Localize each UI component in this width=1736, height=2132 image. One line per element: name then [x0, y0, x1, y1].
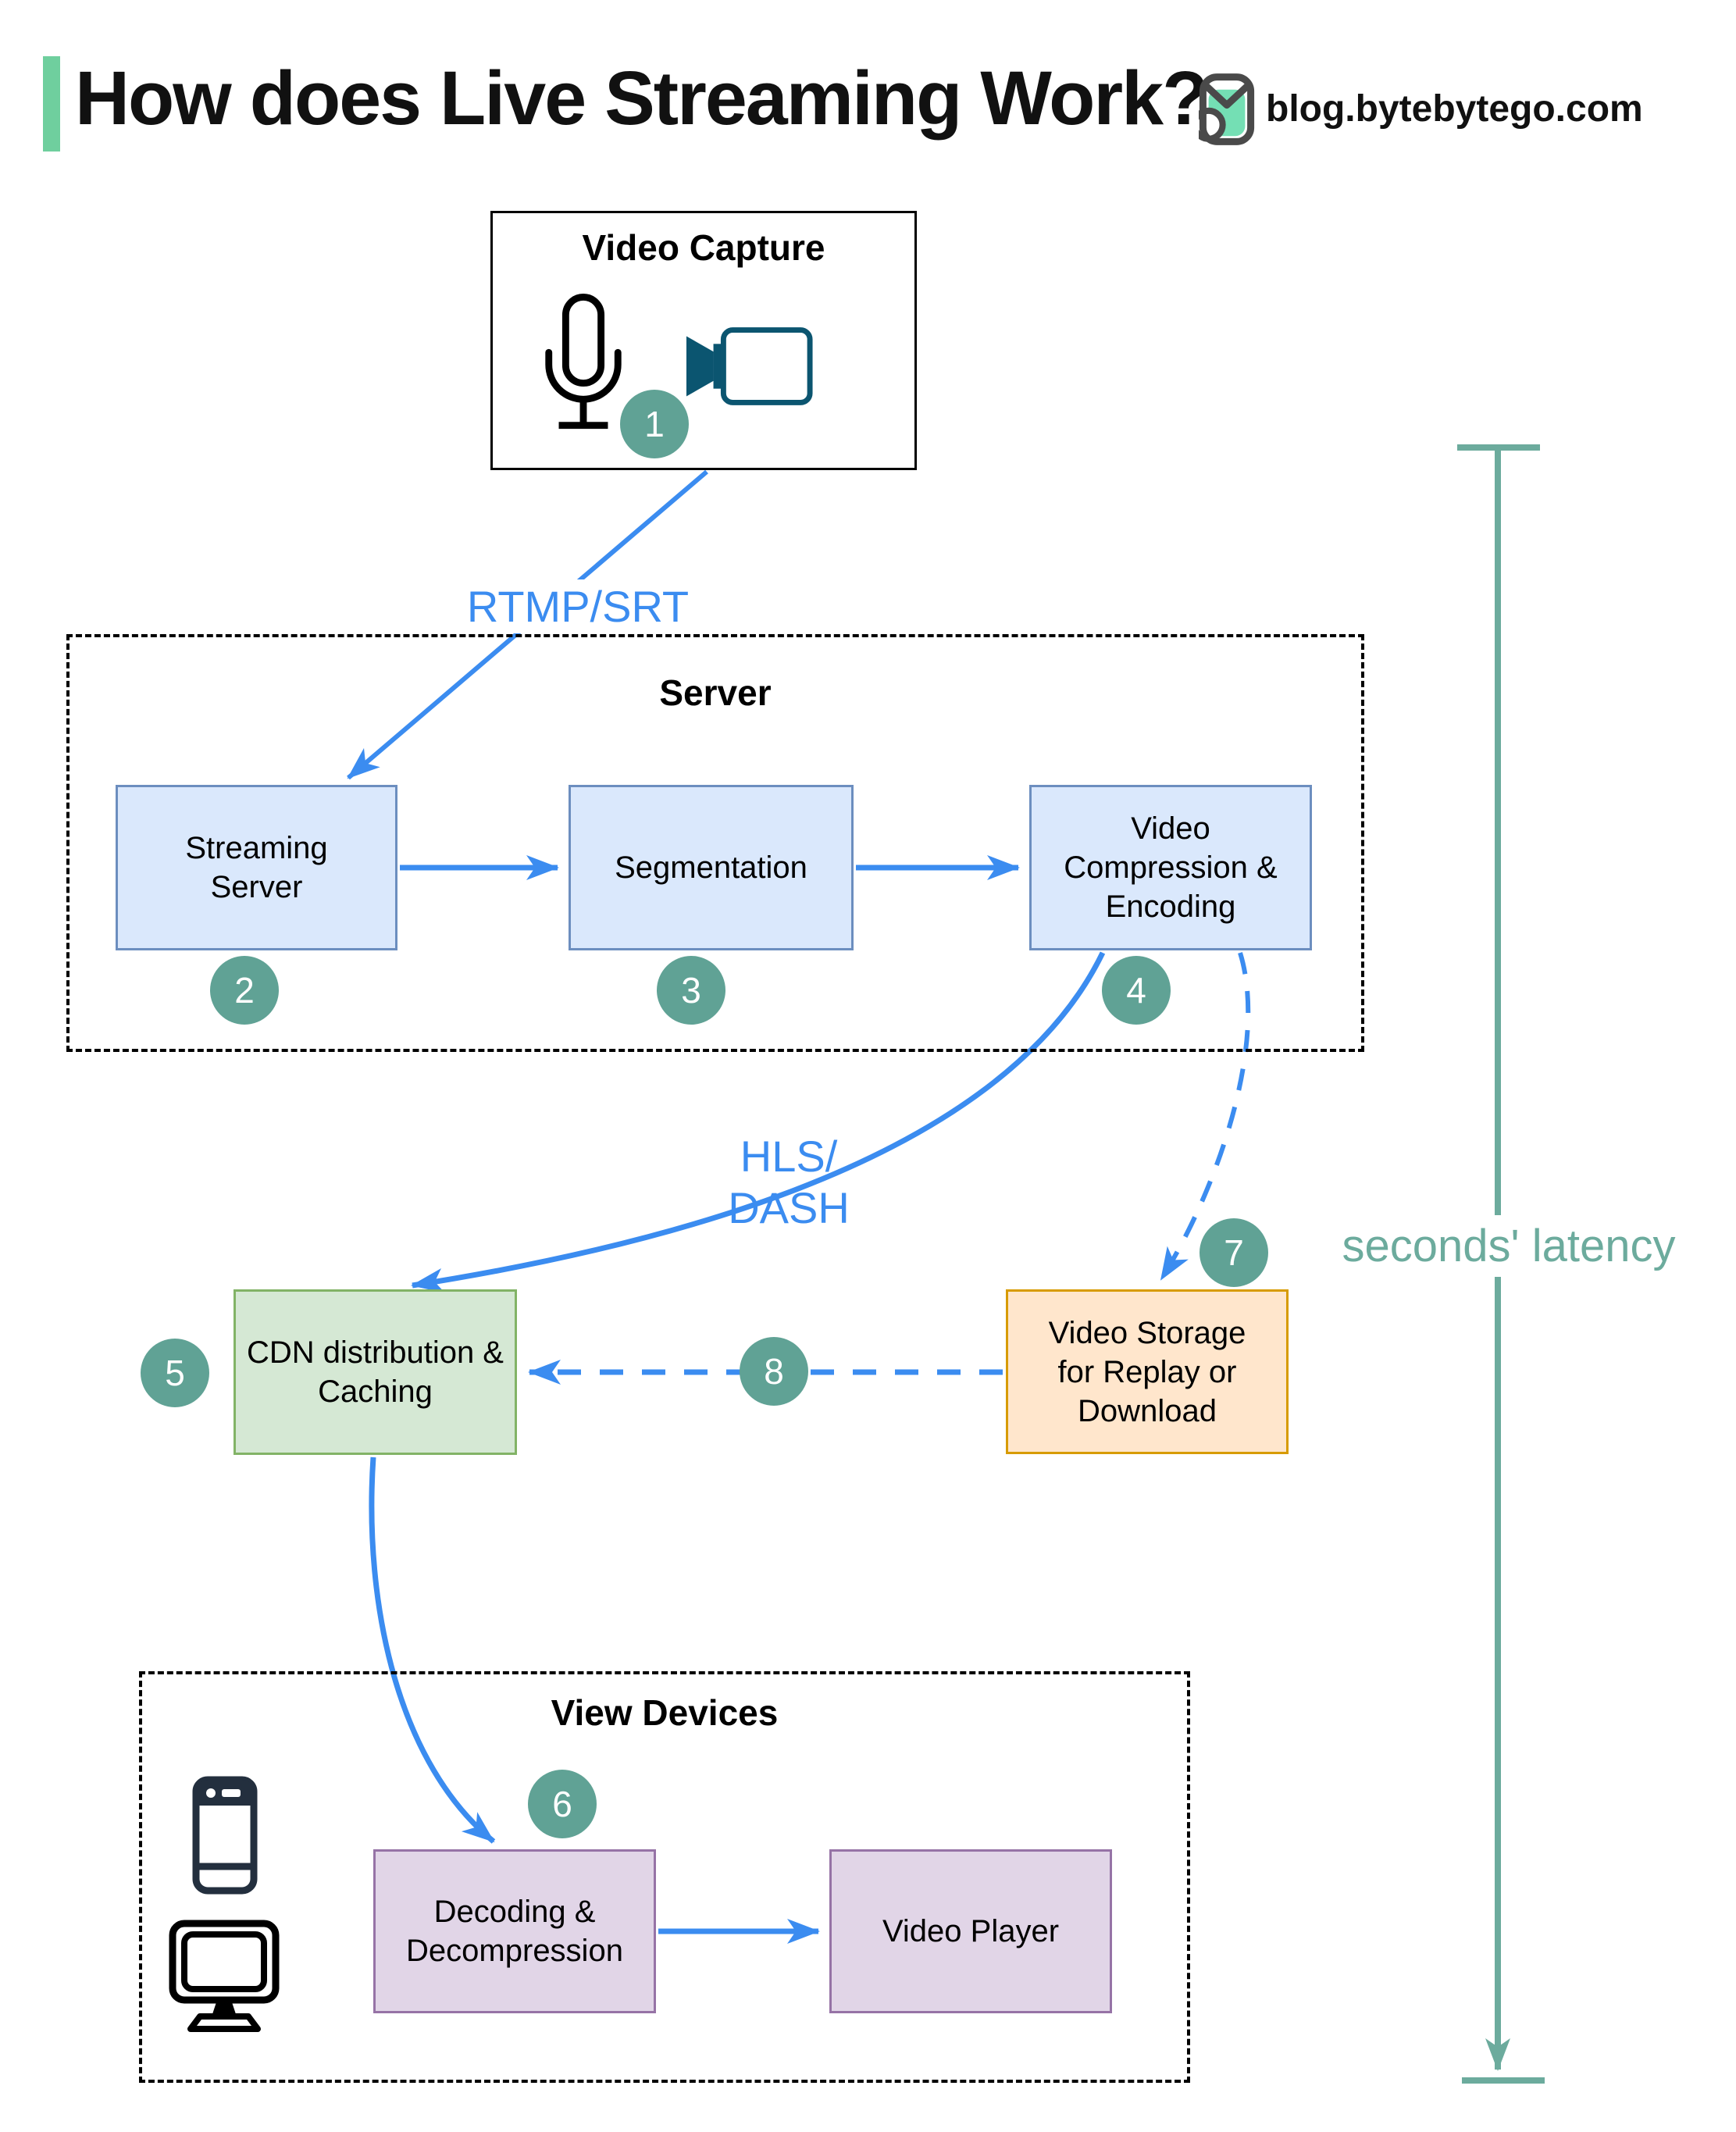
- view-devices-group-title: View Devices: [551, 1692, 779, 1733]
- edge-label-hls-dash: HLS/ DASH: [707, 1131, 871, 1234]
- edge-label-hls: HLS/: [740, 1132, 838, 1181]
- page-title: How does Live Streaming Work?: [75, 55, 1208, 141]
- site-url: blog.bytebytego.com: [1266, 88, 1643, 130]
- server-group-title: Server: [659, 672, 772, 713]
- smartphone-icon: [192, 1776, 258, 1895]
- arrow-compression-to-cdn: [411, 951, 1106, 1293]
- node-cdn: CDN distribution & Caching: [233, 1289, 517, 1455]
- arrow-compression-to-storage-dashed: [1159, 952, 1251, 1281]
- step-circle-8: 8: [740, 1337, 808, 1406]
- monitor-icon: [169, 1920, 280, 2032]
- title-accent-bar: [43, 56, 60, 152]
- node-decoding: Decoding & Decompression: [373, 1849, 656, 2013]
- edge-label-rtmp-srt: RTMP/SRT: [441, 579, 715, 633]
- video-camera-icon: [686, 327, 813, 405]
- arrow-cdn-to-decoding: [369, 1456, 496, 1844]
- node-video-storage: Video Storage for Replay or Download: [1006, 1289, 1289, 1454]
- step-circle-2: 2: [210, 956, 279, 1025]
- node-segmentation: Segmentation: [569, 785, 854, 950]
- node-video-player: Video Player: [829, 1849, 1112, 2013]
- edge-label-dash: DASH: [728, 1183, 850, 1233]
- latency-label: seconds' latency: [1328, 1215, 1690, 1277]
- step-circle-6: 6: [528, 1770, 597, 1838]
- node-video-compression: Video Compression & Encoding: [1029, 785, 1312, 950]
- microphone-icon: [545, 294, 622, 430]
- step-circle-7: 7: [1200, 1218, 1268, 1287]
- site-branding: blog.bytebytego.com: [1199, 64, 1643, 154]
- group-view-devices: View Devices: [139, 1671, 1190, 2083]
- step-circle-5: 5: [141, 1339, 209, 1407]
- node-streaming-server: Streaming Server: [116, 785, 397, 950]
- bytebytego-owl-icon: [1199, 73, 1255, 145]
- group-server: Server: [66, 634, 1364, 1052]
- step-circle-3: 3: [657, 956, 725, 1025]
- step-circle-1: 1: [620, 390, 689, 458]
- video-capture-title: Video Capture: [582, 227, 825, 268]
- step-circle-4: 4: [1102, 956, 1171, 1025]
